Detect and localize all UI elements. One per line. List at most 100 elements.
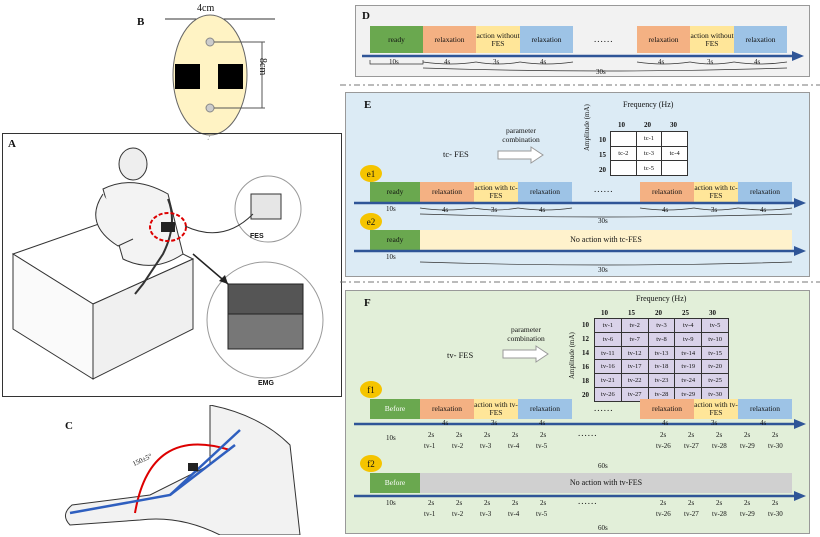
e-param-combination-label: parameter combination <box>502 126 540 144</box>
panel-label-b: B <box>137 16 145 28</box>
e2-timeline-arrow <box>354 246 806 266</box>
f-cell: tv-11 <box>594 345 622 361</box>
panel-a-frame <box>2 133 342 397</box>
f1-timeline-arrow <box>354 419 806 429</box>
e-cell: tc-5 <box>635 160 663 176</box>
d-ellipsis: ...... <box>594 34 614 44</box>
e1-relaxation-block-2: relaxation <box>518 182 572 202</box>
e2-no-action-block: No action with tc-FES <box>420 230 792 250</box>
f2-tv-time: 2s <box>456 499 463 507</box>
d-relaxation-block-1: relaxation <box>423 26 476 53</box>
f-amplitude-title: Amplitude (mA) <box>568 332 576 379</box>
f-param-arrow <box>502 345 549 363</box>
pad-height-label: 8cm <box>257 58 268 76</box>
f2-tv-time: 2s <box>744 499 751 507</box>
f2-tv-label: tv-28 <box>712 510 727 518</box>
f1-tv-time: 2s <box>512 431 519 439</box>
f-cell: tv-27 <box>620 387 649 402</box>
e1-relaxation-block-4: relaxation <box>738 182 792 202</box>
e-amplitude-title: Amplitude (mA) <box>583 104 591 151</box>
f-cell: tv-12 <box>620 345 649 361</box>
e2-marker: e2 <box>360 213 382 230</box>
e-amp-15: 15 <box>599 151 606 159</box>
f2-tv-time: 2s <box>772 499 779 507</box>
f1-time-action-1: 3s <box>491 419 498 427</box>
e1-ellipsis: ...... <box>594 184 614 194</box>
f-cell: tv-3 <box>647 318 676 333</box>
e1-relaxation-block-3: relaxation <box>640 182 694 202</box>
d-action-block-2: action without FES <box>690 26 734 53</box>
e-cell <box>610 160 637 176</box>
f-cell: tv-1 <box>594 318 622 333</box>
f1-time-relax-3: 4s <box>662 419 669 427</box>
f1-relaxation-block-4: relaxation <box>738 399 792 419</box>
d-relaxation-block-2: relaxation <box>520 26 573 53</box>
e1-time-relax-3: 4s <box>662 206 669 214</box>
f1-tv-label: tv-27 <box>684 442 699 450</box>
electrode-pad-diagram <box>165 14 275 140</box>
e-cell: tc-4 <box>661 145 688 162</box>
f2-tv-label: tv-30 <box>768 510 783 518</box>
f2-time-total: 60s <box>598 524 608 532</box>
f1-time-before: 10s <box>386 434 396 442</box>
f-cell: tv-15 <box>701 345 729 361</box>
d-time-relax-1: 4s <box>444 58 451 66</box>
e2-time-ready: 10s <box>386 253 396 261</box>
arm-angle-illustration <box>65 405 301 535</box>
panel-label-f: F <box>364 297 371 309</box>
e-cell: tc-2 <box>610 145 637 162</box>
f-amp-18: 18 <box>582 377 589 385</box>
f1-time-relax-1: 4s <box>442 419 449 427</box>
f1-tv-label: tv-3 <box>480 442 492 450</box>
f-cell: tv-10 <box>701 331 729 347</box>
e-freq-10: 10 <box>618 121 625 129</box>
d-ready-block: ready <box>370 26 423 53</box>
f-cell: tv-19 <box>674 359 703 375</box>
f-param-combination-label: parameter combination <box>507 325 545 343</box>
e-amp-10: 10 <box>599 136 606 144</box>
f-freq-20: 20 <box>655 309 662 317</box>
f2-tv-label: tv-26 <box>656 510 671 518</box>
f1-time-relax-2: 4s <box>539 419 546 427</box>
emg-device-label: EMG <box>258 380 274 387</box>
f2-marker: f2 <box>360 455 382 472</box>
f1-tv-time: 2s <box>716 431 723 439</box>
e1-action-block-1: action with tc-FES <box>474 182 518 202</box>
e-frequency-title: Frequency (Hz) <box>623 100 674 109</box>
f-cell: tv-24 <box>674 373 703 389</box>
e-amp-20: 20 <box>599 166 606 174</box>
f1-tv-segments: 2s 2s 2s 2s 2s ...... 2s 2s 2s 2s 2s tv-… <box>420 428 792 453</box>
f-cell: tv-23 <box>647 373 676 389</box>
f-freq-15: 15 <box>628 309 635 317</box>
d-time-relax-3: 4s <box>658 58 665 66</box>
e1-time-relax-2: 4s <box>539 206 546 214</box>
e2-time-total: 30s <box>598 266 608 274</box>
panel-label-a: A <box>8 138 16 150</box>
e-cell <box>610 131 637 147</box>
f-cell: tv-6 <box>594 331 622 347</box>
f1-tv-time: 2s <box>456 431 463 439</box>
panel-label-d: D <box>362 10 370 22</box>
f2-tv-time: 2s <box>660 499 667 507</box>
f2-tv-label: tv-4 <box>508 510 520 518</box>
f-amp-14: 14 <box>582 349 589 357</box>
f1-tv-label: tv-4 <box>508 442 520 450</box>
d-time-total: 30s <box>596 68 606 76</box>
f-cell: tv-14 <box>674 345 703 361</box>
f1-tv-label: tv-30 <box>768 442 783 450</box>
f1-tv-time: 2s <box>484 431 491 439</box>
d-timeline-arrow <box>362 51 804 72</box>
d-relaxation-block-3: relaxation <box>637 26 690 53</box>
f1-tv-label: tv-5 <box>536 442 548 450</box>
f2-tv-label: tv-1 <box>424 510 436 518</box>
f1-time-action-2: 3s <box>711 419 718 427</box>
d-time-relax-4: 4s <box>754 58 761 66</box>
f2-tv-ellipsis: ...... <box>578 496 598 506</box>
pad-width-label: 4cm <box>197 3 215 14</box>
e-cell <box>661 160 688 176</box>
experiment-setup-illustration <box>11 147 324 380</box>
f2-tv-label: tv-3 <box>480 510 492 518</box>
f-cell: tv-4 <box>674 318 703 333</box>
